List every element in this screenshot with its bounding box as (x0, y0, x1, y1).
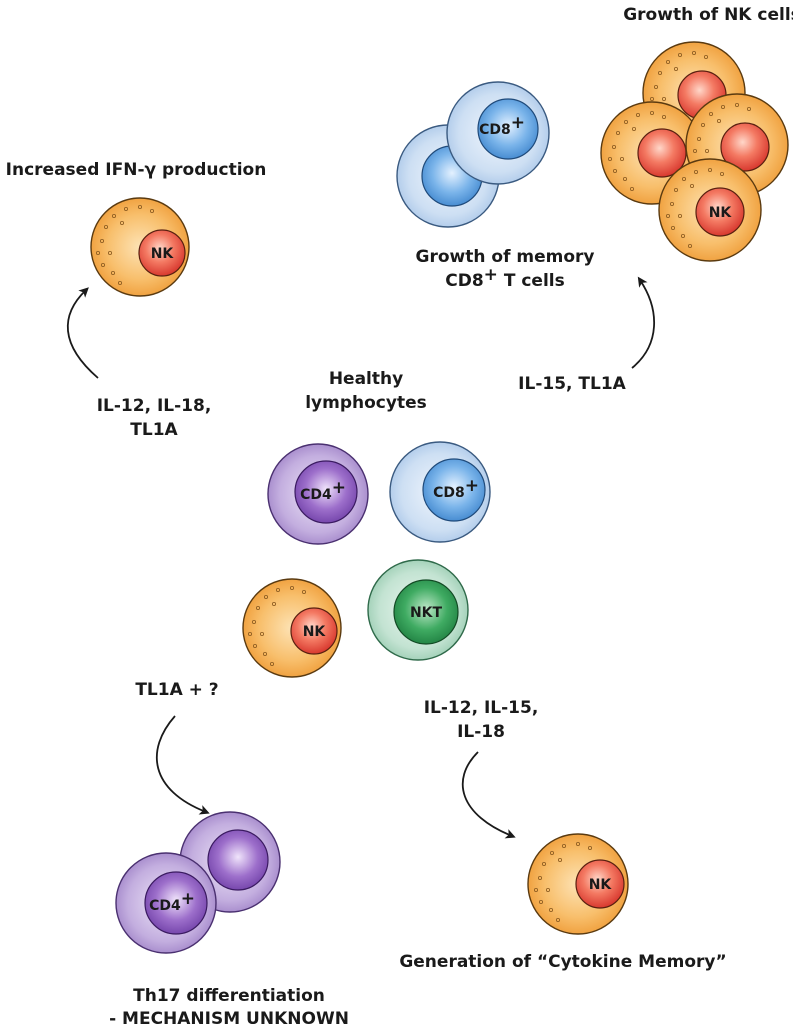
nkt-cell-label: NKT (410, 605, 443, 621)
nk-cell: NK (242, 578, 342, 678)
healthy-subtitle: lymphocytes (305, 393, 427, 413)
nk-cell: NK (90, 197, 190, 297)
tl1a-question-label: TL1A + ? (135, 680, 218, 700)
ifn-production-title: Increased IFN-γ production (6, 160, 267, 180)
il18-label: IL-18 (457, 722, 505, 742)
cytokine-memory-title: Generation of “Cytokine Memory” (399, 952, 726, 972)
cd4-cell-label: CD4+ (149, 889, 195, 914)
cd8-cell: CD8+ (389, 441, 491, 543)
nkt-cell: NKT (367, 559, 469, 661)
healthy-title: Healthy (329, 369, 403, 389)
memory-cd8-subtitle: CD8+ T cells (445, 265, 565, 291)
nk-cell-label: NK (709, 205, 733, 221)
arrow-to-nk-growth (631, 276, 656, 369)
th17-subtitle: - MECHANISM UNKNOWN (109, 1009, 349, 1028)
arrow-to-ifn (66, 287, 99, 379)
th17-title: Th17 differentiation (133, 986, 325, 1006)
cd8-cell-label: CD8+ (479, 113, 525, 138)
nk-cell: NK (527, 833, 629, 935)
tl1a-label: TL1A (130, 420, 178, 440)
nk-cell-label: NK (151, 246, 175, 262)
il15-tl1a-label: IL-15, TL1A (518, 374, 627, 394)
nk-cell-cluster: NK (600, 41, 789, 262)
cd8-cell-label: CD8+ (433, 476, 479, 501)
arrow-to-cytokine-memory (461, 751, 516, 839)
il12-il18-label: IL-12, IL-18, (97, 396, 212, 416)
memory-cd8-title: Growth of memory (416, 247, 595, 267)
cd4-cell: CD4+ (267, 443, 369, 545)
il12-il15-label: IL-12, IL-15, (424, 698, 539, 718)
nk-cell: NK (658, 158, 762, 262)
memory-cd8-cell: CD8+ (446, 81, 550, 185)
cd4-cell: CD4+ (115, 852, 217, 954)
nk-cell-label: NK (303, 624, 327, 640)
cd4-cell-label: CD4+ (300, 478, 346, 503)
nk-growth-title: Growth of NK cells (623, 5, 793, 25)
arrow-to-th17 (155, 715, 210, 815)
nk-cell-label: NK (589, 877, 613, 893)
